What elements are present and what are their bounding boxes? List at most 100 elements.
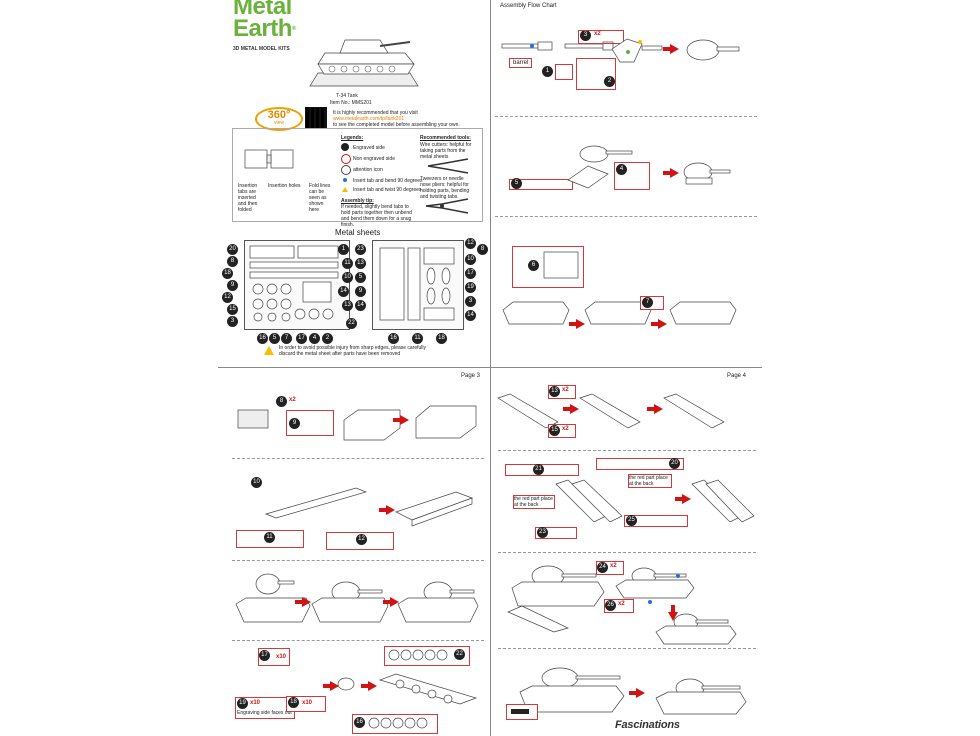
step-6-marker: 6 xyxy=(528,260,539,271)
p2-turret-parts xyxy=(611,38,663,63)
brand-logo: Metal Earth® xyxy=(233,0,296,42)
p4-step4-tank xyxy=(519,667,625,713)
p3-arrow-3 xyxy=(295,597,311,607)
green-dot xyxy=(626,50,630,54)
step-3-marker: 3 xyxy=(580,30,591,41)
step-5-marker: 5 xyxy=(511,178,522,189)
blue-dot xyxy=(676,574,680,578)
p4-divider-1 xyxy=(498,450,756,451)
p4-x2d: x2 xyxy=(618,601,625,607)
sheet-marker: 16 xyxy=(257,333,268,344)
pliers-icon xyxy=(425,198,469,214)
p2-step3-hull2 xyxy=(584,301,652,325)
p4-step1-track2 xyxy=(579,393,641,429)
blue-dot xyxy=(648,600,652,604)
sheet-marker: 14 xyxy=(355,300,366,311)
p4-arrow-down xyxy=(668,605,678,621)
page4-header: Page 4 xyxy=(727,373,747,379)
sheet-marker: 5 xyxy=(269,333,280,344)
p2-step3-hull3 xyxy=(669,301,737,325)
assembly-tip: If needed, slightly bend tabs to hold pa… xyxy=(341,204,412,228)
p3-x10a: x10 xyxy=(276,654,287,660)
p3-divider-1 xyxy=(232,458,484,459)
p3-divider-2 xyxy=(232,560,484,561)
p3-step3-turret xyxy=(255,573,295,595)
p3-step2-result xyxy=(395,491,474,527)
sheet-marker: 16 xyxy=(388,333,399,344)
p3-arrow-5 xyxy=(323,681,339,691)
p2-part-box-2 xyxy=(578,30,624,44)
p4-step4-result xyxy=(655,678,747,715)
attention-icon xyxy=(341,165,351,175)
step-23-marker: 23 xyxy=(537,527,548,538)
yellow-triangle-icon xyxy=(342,187,348,192)
sheet-marker: 20 xyxy=(227,244,238,255)
p4-note1: the red part place at the back xyxy=(514,496,553,508)
sheet-marker: 5 xyxy=(355,272,366,283)
sheet-marker: 19 xyxy=(465,282,476,293)
p3-divider-3 xyxy=(232,640,484,641)
sheet-marker: 1 xyxy=(338,244,349,255)
p2-divider-1 xyxy=(495,116,757,117)
p4-divider-2 xyxy=(498,552,756,553)
step-25-marker: 25 xyxy=(626,515,637,526)
legend-item-0: Engraved side xyxy=(353,145,385,151)
sheet-marker: 17 xyxy=(465,268,476,279)
p2-barrel-assembly xyxy=(564,41,614,51)
p4-step1-track3 xyxy=(663,393,725,429)
sheet-marker: 22 xyxy=(346,318,357,329)
p4-x2a: x2 xyxy=(562,387,569,393)
step-16-marker: 16 xyxy=(354,717,365,728)
engraved-icon xyxy=(341,143,349,151)
assembly-tip-title: Assembly tip: xyxy=(341,198,374,204)
p2-step1-parts xyxy=(501,41,553,51)
legend-item-2: attention icon xyxy=(353,167,383,173)
p3-step3-mid xyxy=(311,581,389,623)
sheet-marker: 13 xyxy=(355,258,366,269)
sheet-marker: 3 xyxy=(465,296,476,307)
p2-step3-part xyxy=(543,251,579,279)
p3-x2: x2 xyxy=(289,397,296,403)
p3-arrow-4 xyxy=(383,597,399,607)
p4-step2-box2 xyxy=(596,458,684,470)
sheet-marker: 3 xyxy=(227,316,238,327)
sheet-marker: 14 xyxy=(338,286,349,297)
p3-engraving-note: Engraving side faces out xyxy=(237,710,292,716)
p2-turret-complete xyxy=(686,39,740,61)
p2-arrow xyxy=(663,44,679,54)
promo-link[interactable]: www.metalearth.com/tp/tank201 xyxy=(333,116,405,122)
blue-dot-icon xyxy=(530,44,534,48)
p3-step4-wheels2 xyxy=(368,717,428,729)
p2-step2-result xyxy=(683,162,731,185)
model-item-no: Item No.: MMS201 xyxy=(330,100,372,106)
p2-step2-hull-box xyxy=(509,179,573,190)
step-7-marker: 7 xyxy=(642,297,653,308)
qr-code xyxy=(305,107,327,129)
horizontal-divider xyxy=(218,367,762,368)
p3-step4-track xyxy=(378,673,478,705)
badge-360-sub: view xyxy=(273,120,284,126)
tank-hero-image xyxy=(309,39,419,87)
p4-x2c: x2 xyxy=(610,563,617,569)
vertical-divider xyxy=(490,0,491,736)
p3-x10b: x10 xyxy=(250,700,261,706)
legend-item-3: Insert tab and bend 90 degrees xyxy=(353,178,423,184)
sheet-marker: 11 xyxy=(342,258,353,269)
warning-line2: discard the metal sheet after parts have… xyxy=(279,351,401,357)
step-2-marker: 2 xyxy=(604,76,615,87)
flowchart-title: Assembly Flow Chart xyxy=(500,3,557,9)
p3-step3-result xyxy=(397,581,479,623)
sheet-marker: 17 xyxy=(296,333,307,344)
sheet-right-parts xyxy=(379,247,455,321)
insertion-diagram xyxy=(244,149,294,169)
step-9-marker: 9 xyxy=(289,418,300,429)
step-22-marker: 22 xyxy=(454,649,465,660)
sheet-marker: 2 xyxy=(322,333,333,344)
sheet-marker: 9 xyxy=(355,286,366,297)
brand-line2: Earth xyxy=(233,15,292,42)
step-17-marker: 17 xyxy=(259,650,270,661)
sheet-marker: 18 xyxy=(436,333,447,344)
sheet-marker: 8 xyxy=(477,244,488,255)
p3-step4-wheel xyxy=(337,677,355,691)
p2-divider-2 xyxy=(495,216,757,217)
